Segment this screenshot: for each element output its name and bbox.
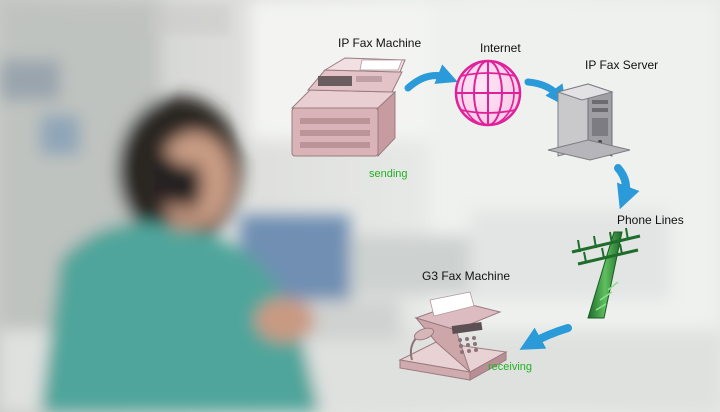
label-ip-fax-machine: IP Fax Machine bbox=[338, 36, 422, 50]
status-receiving: receiving bbox=[488, 361, 533, 373]
ip-fax-machine-icon bbox=[290, 57, 406, 158]
globe-icon bbox=[454, 59, 522, 127]
g3-fax-machine-icon bbox=[398, 291, 508, 381]
server-tower-icon bbox=[547, 83, 631, 161]
label-g3-fax-machine: G3 Fax Machine bbox=[422, 269, 511, 283]
flow-arrow-icon bbox=[404, 64, 458, 92]
flow-arrow-icon bbox=[519, 324, 572, 350]
flow-arrow-icon bbox=[614, 164, 640, 210]
label-phone-lines: Phone Lines bbox=[617, 213, 684, 227]
label-ip-fax-server: IP Fax Server bbox=[585, 58, 659, 72]
status-sending: sending bbox=[369, 168, 408, 180]
label-internet: Internet bbox=[480, 41, 521, 55]
phone-pole-icon bbox=[571, 227, 641, 319]
